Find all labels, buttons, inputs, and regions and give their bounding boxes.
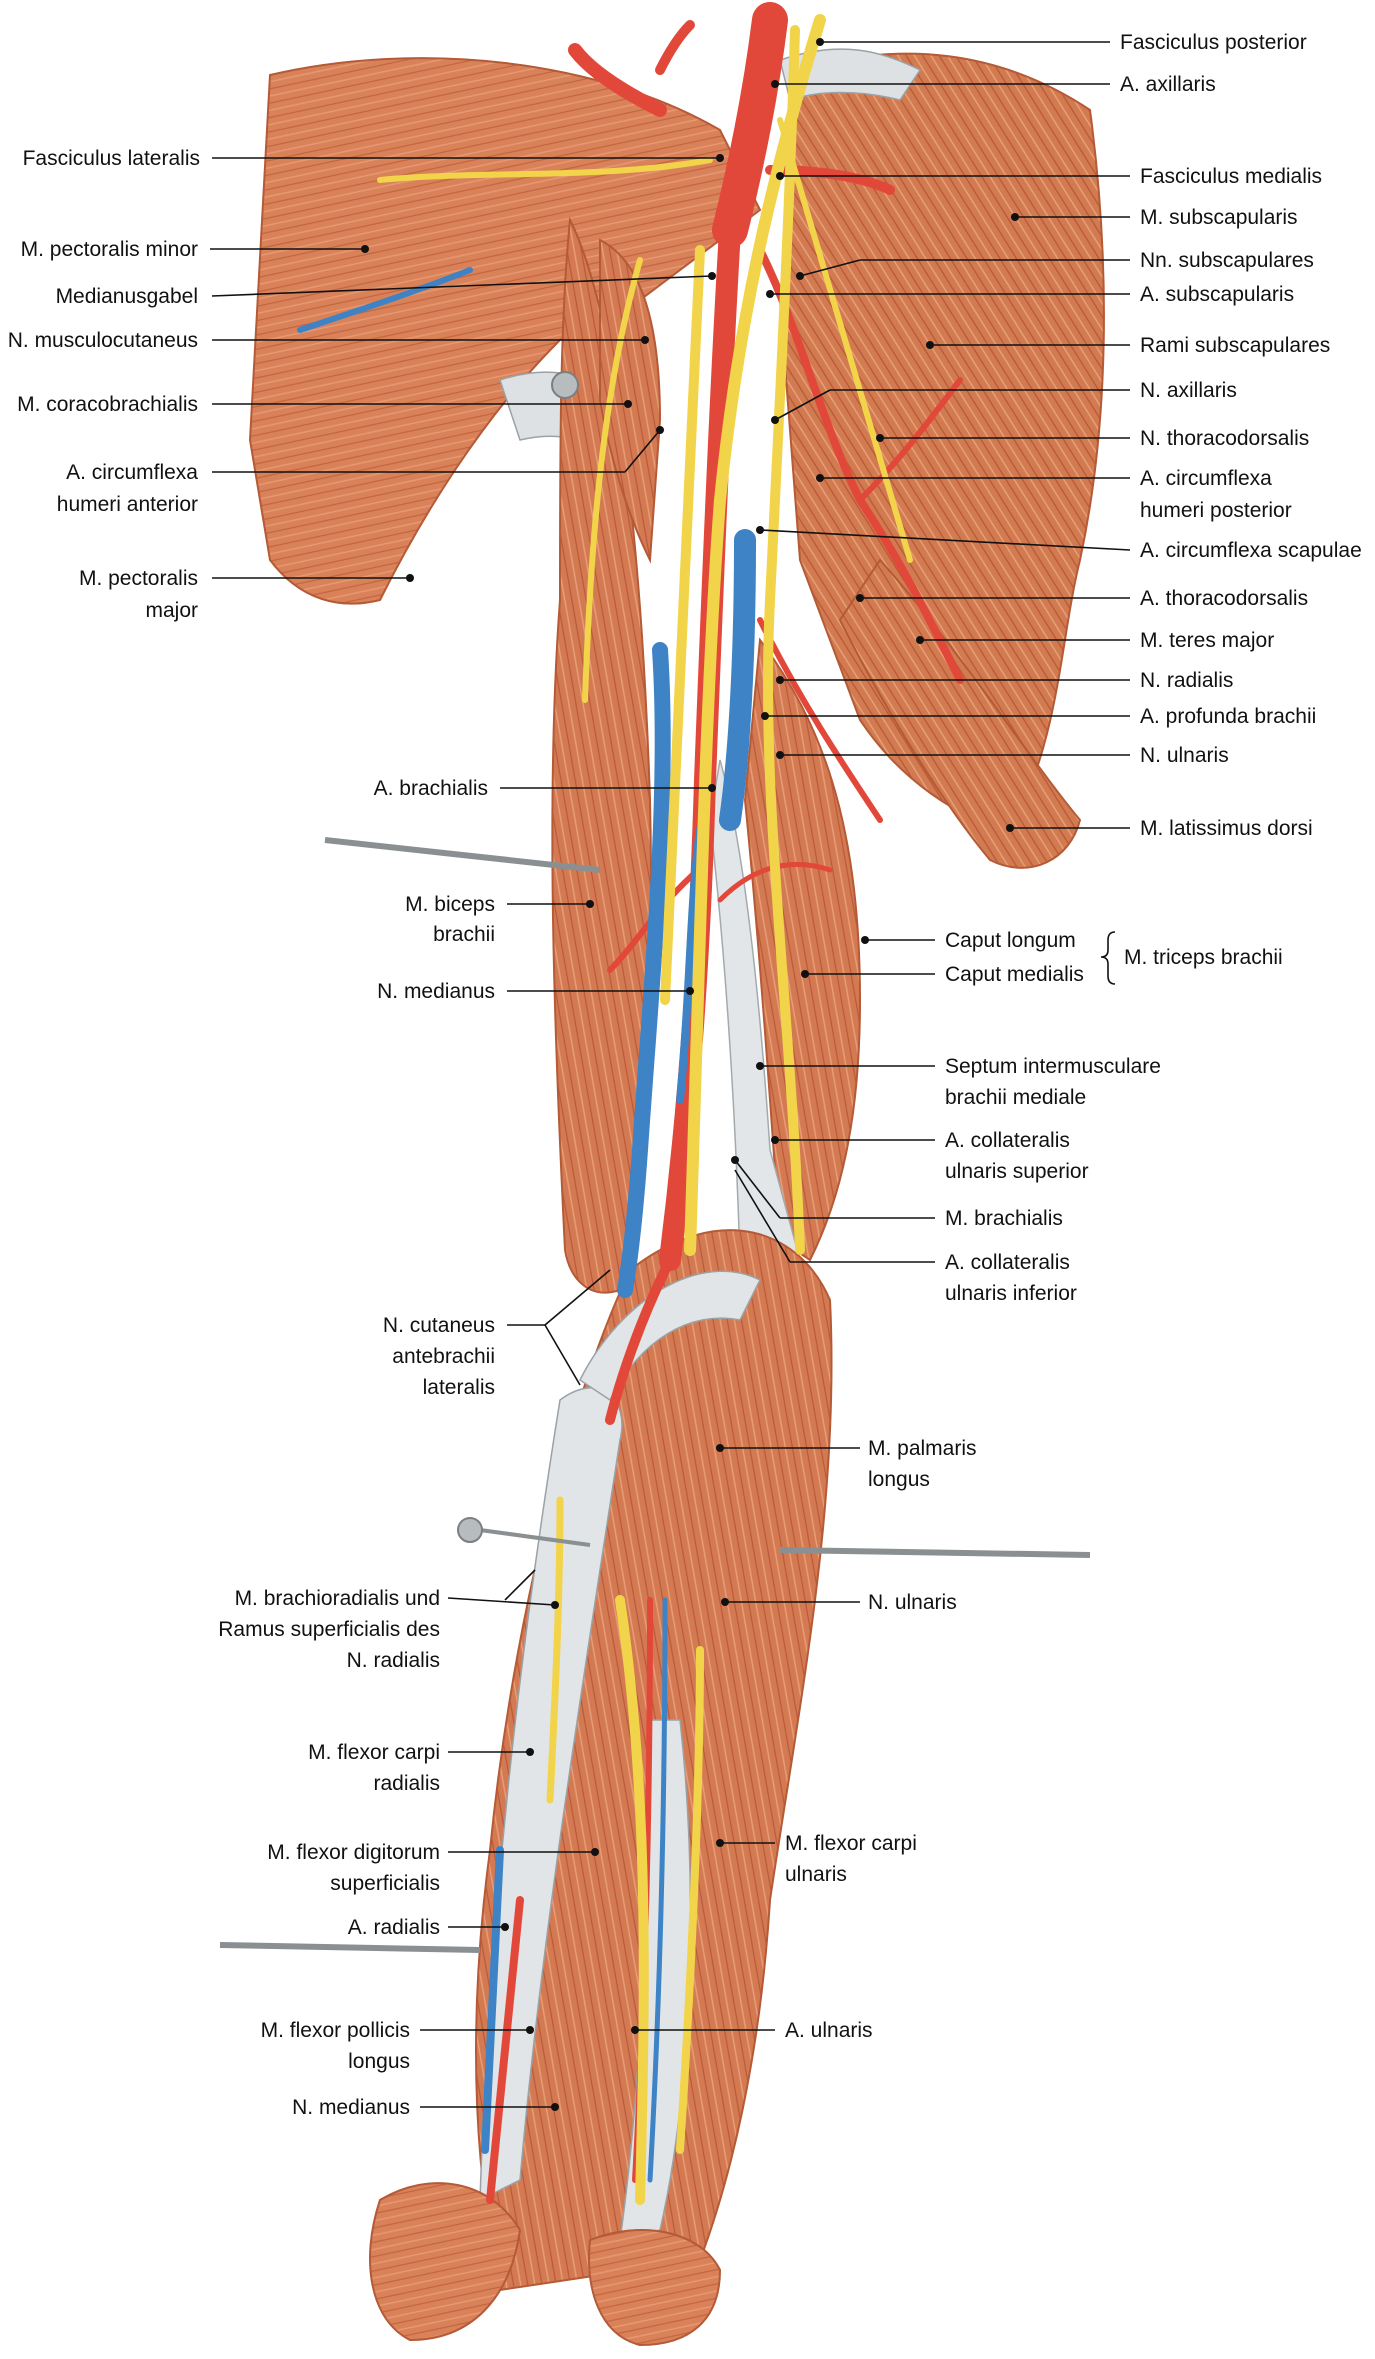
label-fasciculus-medialis: Fasciculus medialis bbox=[1140, 165, 1322, 188]
label-n-cutaneus-1: N. cutaneus bbox=[383, 1314, 495, 1337]
label-m-triceps-brachii: M. triceps brachii bbox=[1124, 946, 1283, 969]
label-a-radialis: A. radialis bbox=[348, 1916, 440, 1939]
label-m-fpl-1: M. flexor pollicis bbox=[261, 2019, 410, 2042]
label-m-biceps-brachii-1: M. biceps bbox=[405, 893, 495, 916]
label-n-thoracodorsalis: N. thoracodorsalis bbox=[1140, 427, 1309, 450]
label-caput-longum: Caput longum bbox=[945, 929, 1076, 952]
label-m-subscapularis: M. subscapularis bbox=[1140, 206, 1298, 229]
label-m-fds-1: M. flexor digitorum bbox=[267, 1841, 440, 1864]
label-a-coll-ulnaris-inf-1: A. collateralis bbox=[945, 1251, 1070, 1274]
label-m-latissimus-dorsi: M. latissimus dorsi bbox=[1140, 817, 1313, 840]
label-m-fpl-2: longus bbox=[348, 2050, 410, 2073]
label-n-medianus-upper: N. medianus bbox=[377, 980, 495, 1003]
label-a-circumflexa-humeri-anterior-1: A. circumflexa bbox=[66, 461, 198, 484]
label-a-coll-ulnaris-sup-1: A. collateralis bbox=[945, 1129, 1070, 1152]
label-a-circumflexa-humeri-anterior-2: humeri anterior bbox=[57, 493, 198, 516]
label-m-palmaris-longus-2: longus bbox=[868, 1468, 930, 1491]
labels-left: Fasciculus lateralis M. pectoralis minor… bbox=[8, 147, 495, 2119]
nerves-drawing bbox=[377, 14, 913, 2205]
retractor-pins bbox=[219, 371, 1091, 1953]
leader-lines bbox=[210, 154, 724, 2111]
label-a-axillaris: A. axillaris bbox=[1120, 73, 1216, 96]
hand-muscles-drawing bbox=[369, 2182, 722, 2347]
label-n-medianus-lower: N. medianus bbox=[292, 2096, 410, 2119]
m-latissimus-dorsi-drawing bbox=[838, 558, 1082, 869]
label-m-brachioradialis-1: M. brachioradialis und bbox=[235, 1587, 440, 1610]
leader-lines-right bbox=[631, 38, 1131, 2034]
label-m-pectoralis-major-2: major bbox=[145, 599, 198, 622]
label-fasciculus-posterior: Fasciculus posterior bbox=[1120, 31, 1307, 54]
label-a-profunda-brachii: A. profunda brachii bbox=[1140, 705, 1316, 728]
label-a-coll-ulnaris-inf-2: ulnaris inferior bbox=[945, 1282, 1077, 1305]
label-a-circumflexa-humeri-posterior-2: humeri posterior bbox=[1140, 499, 1292, 522]
label-m-fcr-1: M. flexor carpi bbox=[308, 1741, 440, 1764]
label-n-musculocutaneus: N. musculocutaneus bbox=[8, 329, 198, 352]
label-a-circumflexa-humeri-posterior-1: A. circumflexa bbox=[1140, 467, 1272, 490]
label-m-brachialis: M. brachialis bbox=[945, 1207, 1063, 1230]
label-m-brachioradialis-2: Ramus superficialis des bbox=[218, 1618, 440, 1641]
label-m-palmaris-longus-1: M. palmaris bbox=[868, 1437, 977, 1460]
label-medianusgabel: Medianusgabel bbox=[56, 285, 198, 308]
label-caput-medialis: Caput medialis bbox=[945, 963, 1084, 986]
label-m-fcu-1: M. flexor carpi bbox=[785, 1832, 917, 1855]
label-m-fcr-2: radialis bbox=[373, 1772, 440, 1795]
label-m-pectoralis-major-1: M. pectoralis bbox=[79, 567, 198, 590]
label-n-radialis: N. radialis bbox=[1140, 669, 1233, 692]
label-m-pectoralis-minor: M. pectoralis minor bbox=[21, 238, 198, 261]
label-nn-subscapulares: Nn. subscapulares bbox=[1140, 249, 1314, 272]
label-n-axillaris: N. axillaris bbox=[1140, 379, 1237, 402]
label-a-thoracodorsalis: A. thoracodorsalis bbox=[1140, 587, 1308, 610]
label-rami-subscapulares: Rami subscapulares bbox=[1140, 334, 1330, 357]
label-a-subscapularis: A. subscapularis bbox=[1140, 283, 1294, 306]
label-n-cutaneus-3: lateralis bbox=[423, 1376, 495, 1399]
label-fasciculus-lateralis: Fasciculus lateralis bbox=[23, 147, 200, 170]
m-coracobrachialis-drawing bbox=[599, 238, 662, 564]
label-m-teres-major: M. teres major bbox=[1140, 629, 1274, 652]
label-m-fds-2: superficialis bbox=[330, 1872, 440, 1895]
label-septum-1: Septum intermusculare bbox=[945, 1055, 1161, 1078]
label-n-ulnaris-lower: N. ulnaris bbox=[868, 1591, 957, 1614]
label-m-brachioradialis-3: N. radialis bbox=[347, 1649, 440, 1672]
label-m-fcu-2: ulnaris bbox=[785, 1863, 847, 1886]
label-n-ulnaris-upper: N. ulnaris bbox=[1140, 744, 1229, 767]
label-m-coracobrachialis: M. coracobrachialis bbox=[17, 393, 198, 416]
label-m-biceps-brachii-2: brachii bbox=[433, 923, 495, 946]
label-a-brachialis: A. brachialis bbox=[374, 777, 488, 800]
label-a-circumflexa-scapulae: A. circumflexa scapulae bbox=[1140, 539, 1362, 562]
label-septum-2: brachii mediale bbox=[945, 1086, 1086, 1109]
label-a-ulnaris: A. ulnaris bbox=[785, 2019, 873, 2042]
label-a-coll-ulnaris-sup-2: ulnaris superior bbox=[945, 1160, 1089, 1183]
labels-right: Fasciculus posterior A. axillaris Fascic… bbox=[785, 31, 1362, 2042]
label-n-cutaneus-2: antebrachii bbox=[392, 1345, 495, 1368]
